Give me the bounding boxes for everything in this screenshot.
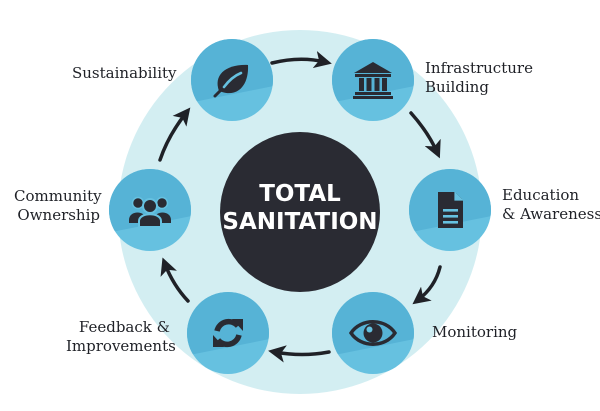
label-line: Monitoring <box>432 323 518 341</box>
node-feedback <box>187 292 269 374</box>
center-hub: TOTAL SANITATION <box>220 132 380 292</box>
group-icon <box>129 196 171 228</box>
label-line: & Awareness <box>502 205 600 223</box>
label-line: Improvements <box>66 337 176 355</box>
label-line: Sustainability <box>72 64 177 82</box>
eye-icon <box>348 320 398 346</box>
arrow-sustainability-to-infrastructure <box>270 51 332 69</box>
center-title-line1: TOTAL <box>259 181 341 207</box>
label-feedback: Feedback & Improvements <box>66 318 176 356</box>
leaf-icon <box>213 64 249 98</box>
label-line: Community <box>14 187 102 205</box>
arrow-infrastructure-to-education <box>409 111 441 159</box>
node-education <box>409 169 491 251</box>
arrow-monitoring-to-feedback <box>268 345 331 363</box>
label-line: Feedback & <box>78 318 170 336</box>
label-line: Education <box>502 186 580 204</box>
building-icon <box>353 62 393 99</box>
arrow-education-to-monitoring <box>412 265 442 305</box>
document-icon <box>438 192 463 228</box>
label-community: Community Ownership <box>14 187 102 225</box>
refresh-icon <box>213 318 243 348</box>
node-community <box>109 169 191 251</box>
node-infrastructure <box>332 39 414 121</box>
label-line: Ownership <box>17 206 100 224</box>
arrow-community-to-sustainability <box>158 107 191 162</box>
label-monitoring: Monitoring <box>432 323 517 342</box>
nodes-layer <box>109 39 491 374</box>
center-title-line2: SANITATION <box>222 209 377 235</box>
center-circle <box>220 132 380 292</box>
label-education: Education & Awareness <box>502 186 600 224</box>
node-monitoring <box>332 292 414 374</box>
label-line: Infrastructure <box>425 59 533 77</box>
label-sustainability: Sustainability <box>72 64 177 83</box>
label-infrastructure: Infrastructure Building <box>425 59 533 97</box>
node-sustainability <box>191 39 273 121</box>
arrow-feedback-to-community <box>160 257 190 303</box>
cycle-arrows <box>158 51 442 363</box>
label-line: Building <box>425 78 489 96</box>
